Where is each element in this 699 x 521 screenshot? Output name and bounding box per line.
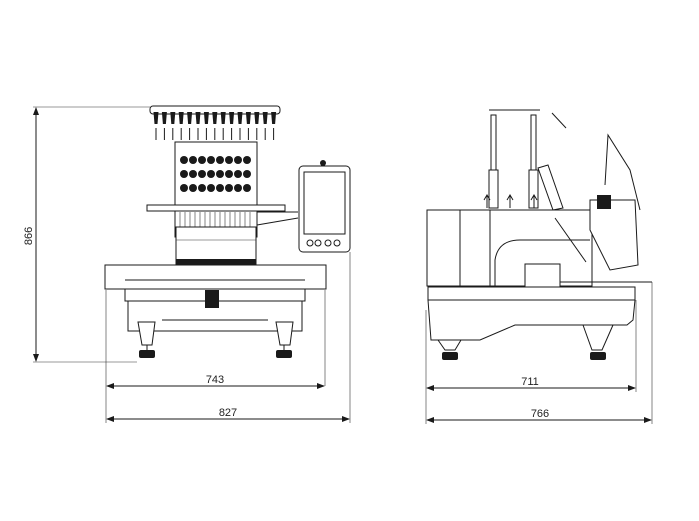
thread-stand [483, 109, 567, 211]
control-panel [298, 160, 351, 253]
front-dimensions: 866 743 827 [23, 106, 351, 423]
inner-depth-dimension-label: 711 [521, 376, 539, 388]
side-view: 711 766 [425, 109, 653, 424]
overall-width-dimension-label: 827 [219, 407, 237, 419]
front-view: 866 743 827 [23, 105, 351, 423]
thread-tree [149, 105, 281, 140]
machine-base [104, 264, 327, 358]
side-body [426, 133, 652, 360]
overall-depth-dimension-label: 766 [531, 408, 549, 420]
height-dimension-label: 866 [23, 227, 35, 245]
inner-width-dimension-label: 743 [206, 374, 224, 386]
side-dimensions: 711 766 [425, 282, 653, 424]
embroidery-head [146, 141, 299, 278]
